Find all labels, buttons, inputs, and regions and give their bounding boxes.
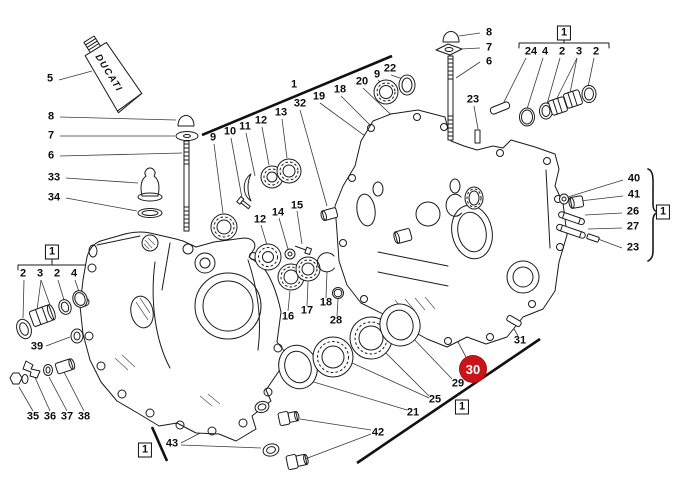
callout-43: 43: [165, 437, 179, 450]
callout-8: 8: [485, 26, 493, 39]
left-stud-group: [137, 115, 199, 232]
middle-parts-cluster: [254, 186, 484, 299]
callout-7: 7: [485, 41, 493, 54]
assembly-ref-box-0: 1: [44, 244, 60, 260]
callout-25: 25: [428, 393, 442, 406]
top-right-parts-row: [489, 85, 597, 127]
callout-28: 28: [329, 314, 343, 327]
rubber-boot: [140, 167, 160, 197]
top-parts-row: [210, 74, 416, 241]
callout-40: 40: [627, 172, 641, 185]
callout-6: 6: [47, 149, 55, 162]
main-bearing-row: [278, 303, 421, 390]
callout-21: 21: [406, 406, 420, 419]
callout-2: 2: [558, 45, 566, 58]
callout-27: 27: [626, 220, 640, 233]
callout-37: 37: [60, 410, 74, 423]
callout-16: 16: [281, 310, 295, 323]
left-bushing-row: [16, 290, 88, 344]
callout-23: 23: [626, 241, 640, 254]
callout-9: 9: [373, 68, 381, 81]
callout-3: 3: [575, 45, 583, 58]
left-crankcase-half: [79, 231, 286, 442]
callout-41: 41: [627, 188, 641, 201]
callout-18: 18: [319, 296, 333, 309]
callout-1: 1: [290, 78, 298, 91]
assembly-ref-box-3: 1: [137, 442, 153, 458]
section-lines: [150, 54, 541, 465]
callout-33: 33: [47, 171, 61, 184]
bottom-left-parts: [9, 358, 76, 385]
assembly-ref-box-4: 1: [454, 399, 470, 415]
callout-2: 2: [19, 267, 27, 280]
callout-22: 22: [383, 62, 397, 75]
callout-7: 7: [47, 129, 55, 142]
callout-39: 39: [30, 340, 44, 353]
callout-24: 24: [524, 45, 538, 58]
right-stud-group: [435, 31, 481, 144]
callout-15: 15: [290, 199, 304, 212]
callout-5: 5: [46, 72, 54, 85]
callout-14: 14: [271, 206, 285, 219]
drain-plugs: [254, 400, 309, 471]
callout-18: 18: [333, 83, 347, 96]
callout-42: 42: [371, 426, 385, 439]
callout-32: 32: [293, 97, 307, 110]
callout-6: 6: [485, 55, 493, 68]
highlight-badge[interactable]: 30: [459, 355, 487, 383]
callout-34: 34: [47, 191, 61, 204]
callout-29: 29: [451, 377, 465, 390]
callout-10: 10: [223, 125, 237, 138]
assembly-ref-box-1: 1: [556, 25, 572, 41]
callout-38: 38: [77, 410, 91, 423]
callout-11: 11: [239, 120, 251, 133]
callout-23: 23: [466, 93, 480, 106]
right-crankcase-half: [334, 109, 568, 348]
callout-9: 9: [209, 131, 217, 144]
callout-4: 4: [541, 45, 549, 58]
callout-36: 36: [43, 410, 57, 423]
callout-4: 4: [70, 267, 78, 280]
callout-20: 20: [355, 75, 369, 88]
callout-26: 26: [626, 205, 640, 218]
callout-8: 8: [47, 110, 55, 123]
callout-2: 2: [592, 45, 600, 58]
assembly-ref-box-2: 1: [655, 204, 671, 220]
callout-12: 12: [253, 213, 267, 226]
callout-19: 19: [312, 90, 326, 103]
right-side-parts: [506, 193, 600, 328]
callout-12: 12: [254, 114, 268, 127]
callout-31: 31: [513, 334, 527, 347]
callout-17: 17: [300, 304, 314, 317]
callout-13: 13: [274, 106, 288, 119]
callout-3: 3: [36, 267, 44, 280]
callout-2: 2: [53, 267, 61, 280]
callout-35: 35: [26, 410, 40, 423]
